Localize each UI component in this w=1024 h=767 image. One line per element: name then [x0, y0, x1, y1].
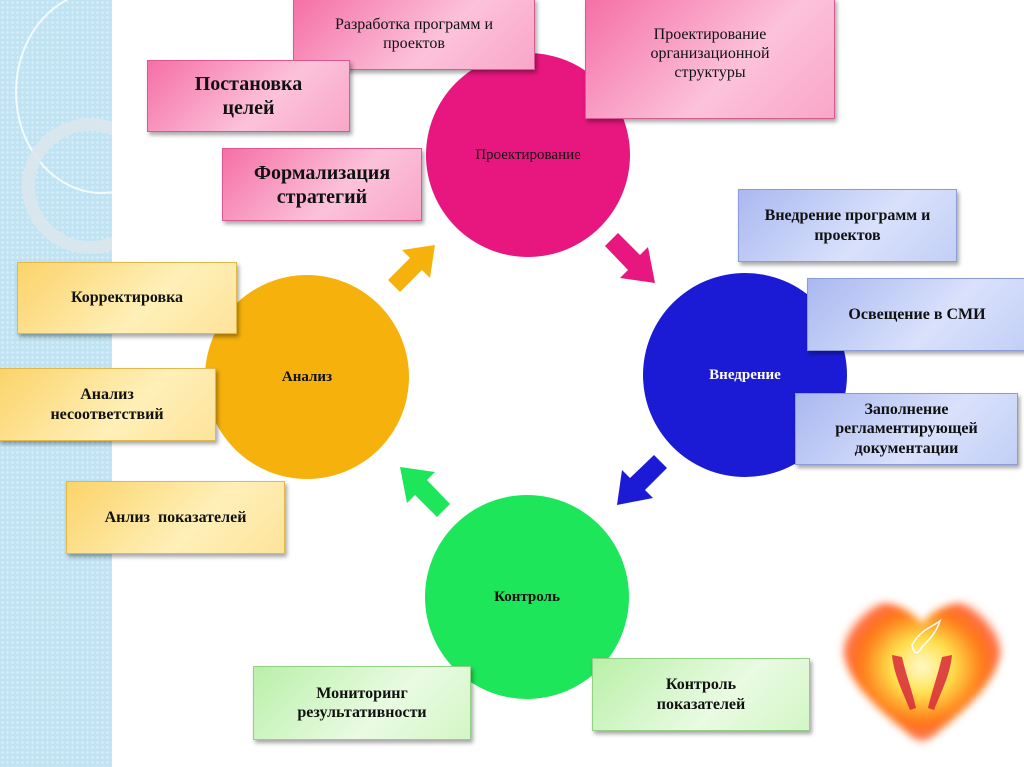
box-text: Проектирование организационной структуры: [650, 26, 770, 82]
box-dev-programs: Разработка программ и проектов: [293, 0, 535, 70]
box-strategy: Формализация стратегий: [222, 148, 422, 221]
box-text: Освещение в СМИ: [848, 305, 986, 323]
box-media: Освещение в СМИ: [807, 278, 1024, 351]
arrow-implementation-to-control-icon: [617, 455, 667, 505]
box-text: Анализ несоответствий: [50, 386, 164, 423]
box-discrepancy: Анализ несоответствий: [0, 368, 216, 441]
box-correction: Корректировка: [17, 262, 237, 334]
stage-label: Проектирование: [475, 146, 581, 163]
box-impl-programs: Внедрение программ и проектов: [738, 189, 957, 262]
box-monitoring: Мониторинг результативности: [253, 666, 471, 740]
stage-label: Внедрение: [709, 366, 781, 383]
stage-analysis-circle: Анализ: [205, 275, 409, 479]
box-text: Мониторинг результативности: [297, 684, 427, 721]
arrow-control-to-analysis-icon: [400, 467, 450, 517]
box-text: Анлиз показателей: [104, 508, 247, 526]
box-text: Заполнение регламентирующей документации: [835, 401, 978, 457]
stage-label: Контроль: [494, 588, 560, 605]
arrow-analysis-to-design-icon: [388, 245, 435, 292]
box-indicator-analysis: Анлиз показателей: [66, 481, 285, 554]
heart-hands-dove-image: [843, 602, 1001, 745]
box-text: Формализация стратегий: [253, 161, 391, 208]
box-text: Контроль показателей: [656, 676, 746, 713]
box-text: Разработка программ и проектов: [334, 15, 493, 52]
box-text: Корректировка: [70, 289, 184, 307]
box-control-indicators: Контроль показателей: [592, 658, 810, 731]
stage-label: Анализ: [281, 368, 333, 385]
box-documentation: Заполнение регламентирующей документации: [795, 393, 1018, 465]
arrow-design-to-implementation-icon: [605, 233, 655, 283]
box-org-structure: Проектирование организационной структуры: [585, 0, 835, 119]
box-text: Внедрение программ и проектов: [764, 207, 931, 244]
box-text: Постановка целей: [194, 73, 303, 119]
box-goal-setting: Постановка целей: [147, 60, 350, 132]
